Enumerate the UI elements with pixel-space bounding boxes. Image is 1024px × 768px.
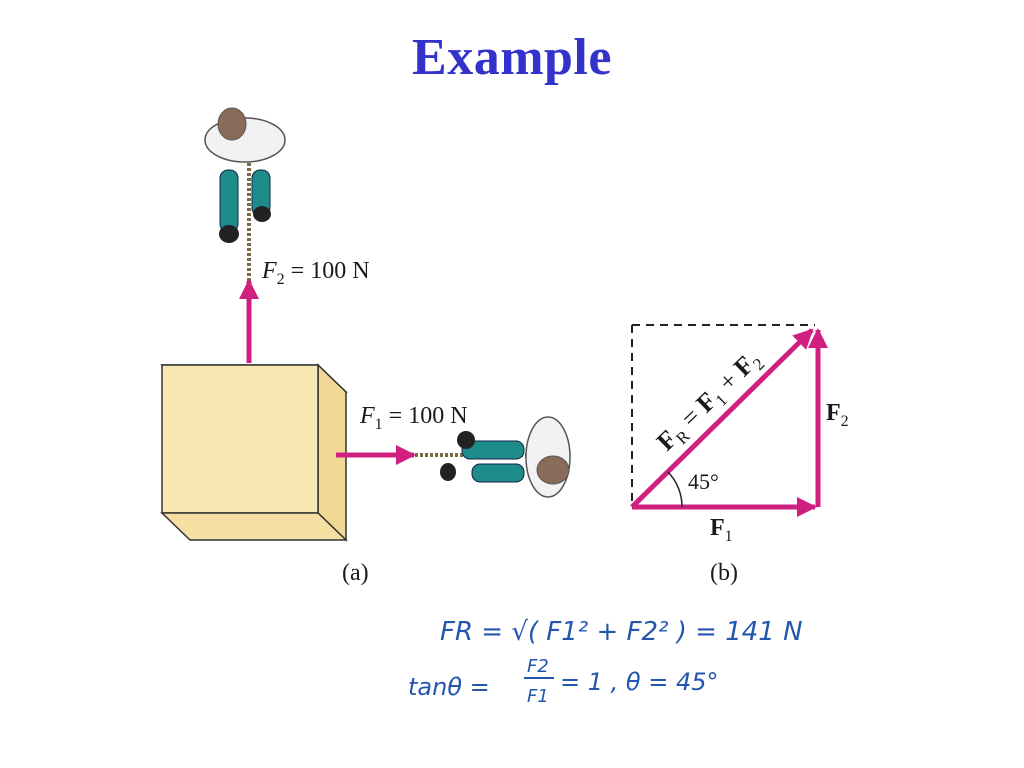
handwritten-fraction-denominator: F1 — [527, 686, 549, 707]
person-pulling-up — [204, 107, 286, 243]
f2-vector-label: F2 — [826, 400, 849, 430]
person1-head — [536, 455, 570, 485]
vector-resultant — [630, 328, 814, 509]
f1-magnitude-label: F1 = 100 N — [359, 403, 468, 433]
f2-magnitude-label: F2 = 100 N — [261, 258, 370, 288]
caption-b: (b) — [710, 560, 738, 586]
person1-right-shoe — [440, 463, 456, 481]
handwritten-resultant-magnitude: FR = √( F1² + F2² ) = 141 N — [440, 617, 803, 647]
person1-left-shoe — [457, 431, 475, 449]
resultant-equation-label: FR = F1 + F2 — [651, 344, 768, 459]
person2-left-shoe — [219, 225, 239, 243]
panel-a: F2 = 100 N F1 = 100 N (a) — [160, 107, 571, 586]
handwritten-notes: FR = √( F1² + F2² ) = 141 N tanθ = F2 F1… — [408, 617, 803, 707]
box-front-face — [161, 364, 319, 514]
panel-b: 45° FR = F1 + F2 F1 F2 (b) — [630, 324, 849, 586]
angle-label: 45° — [688, 469, 719, 494]
person-pulling-right — [440, 416, 571, 498]
person1-left-leg — [461, 440, 525, 460]
handwritten-tan-label: tanθ = — [408, 673, 490, 701]
handwritten-fraction-numerator: F2 — [527, 656, 549, 677]
person2-head — [217, 107, 247, 141]
crate-box — [160, 363, 348, 542]
angle-arc — [667, 471, 683, 508]
handwritten-tan-result: = 1 , θ = 45° — [560, 668, 718, 696]
slide-title: Example — [412, 29, 612, 86]
caption-a: (a) — [342, 560, 369, 586]
person2-left-leg — [219, 169, 239, 233]
person1-right-leg — [471, 463, 525, 483]
f1-vector-label: F1 — [710, 515, 733, 545]
box-bottom-face — [160, 512, 348, 541]
person2-right-shoe — [253, 206, 271, 222]
